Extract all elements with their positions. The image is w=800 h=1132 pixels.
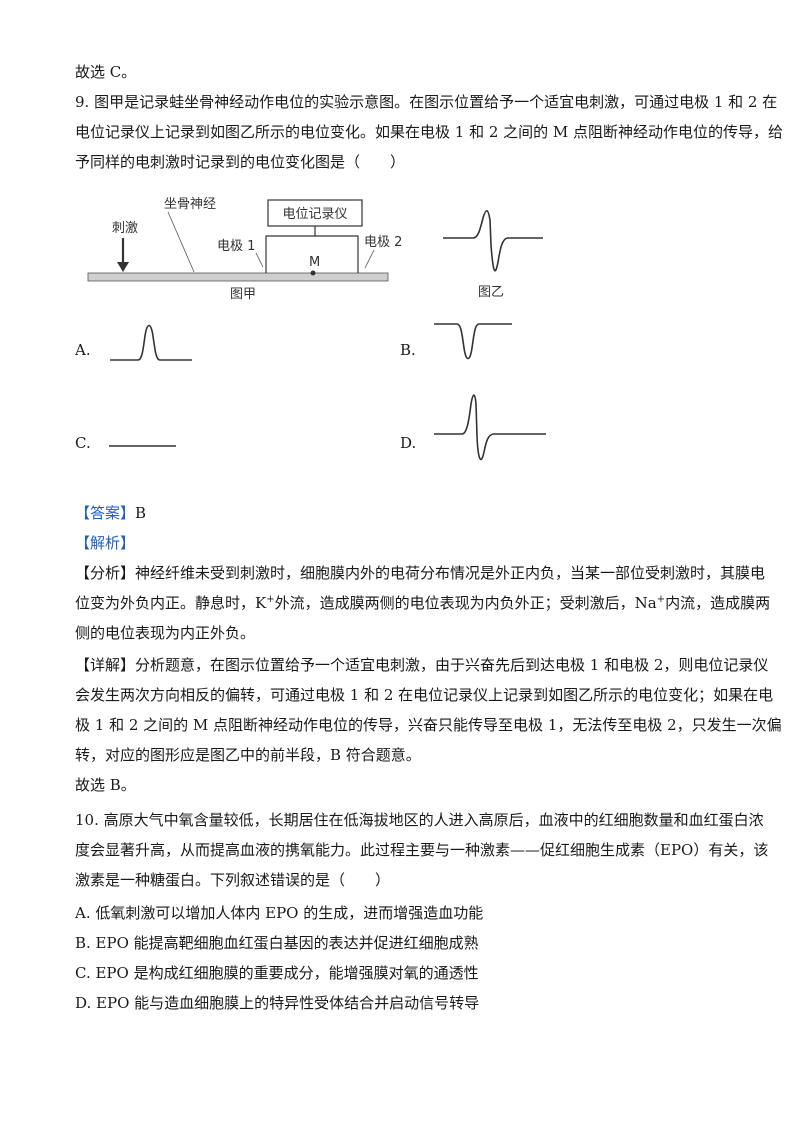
fenxi-line-1: 【分析】神经纤维未受到刺激时，细胞膜内外的电荷分布情况是外正内负，当某一部位受刺… (75, 563, 765, 583)
fenxi-text: 位变为外负内正。静息时，K (75, 594, 267, 612)
option-a-waveform[interactable] (108, 318, 194, 366)
q9-conclusion: 故选 B。 (75, 776, 136, 794)
analysis-tag: 【解析】 (75, 534, 136, 552)
nerve-label: 坐骨神经 (164, 197, 216, 212)
fenxi-line-3: 侧的电位表现为内正外负。 (75, 624, 256, 642)
electrode-2-label: 电极 2 (364, 235, 402, 250)
superscript-plus: + (266, 594, 275, 605)
answer-tag: 【答案】 (75, 504, 136, 522)
wire (315, 235, 359, 273)
q9-answer: 【答案】B (75, 503, 725, 523)
option-b-label[interactable]: B. (400, 341, 416, 359)
fenxi-tag: 【分析】 (75, 564, 136, 582)
previous-conclusion: 故选 C。 (75, 63, 137, 81)
caption-jia: 图甲 (230, 287, 256, 302)
q10-option-b[interactable]: B. EPO 能提高靶细胞血红蛋白基因的表达并促进红细胞成熟 (75, 934, 479, 952)
figure-yi: 图乙 (443, 209, 543, 300)
stimulus-label: 刺激 (112, 221, 138, 236)
q9-stem-line-1: 9. 图甲是记录蛙坐骨神经动作电位的实验示意图。在图示位置给予一个适宜电刺激，可… (75, 93, 778, 111)
xiangjie-tag: 【详解】 (75, 656, 136, 674)
recorder-box (267, 199, 363, 227)
option-c-label[interactable]: C. (75, 434, 91, 452)
m-point (310, 270, 316, 276)
caption-yi: 图乙 (478, 285, 504, 300)
stimulus-arrow (117, 262, 129, 272)
waveform-biphasic (443, 209, 543, 272)
option-c-waveform[interactable] (108, 440, 178, 452)
option-d-waveform[interactable] (432, 390, 548, 470)
xiangjie-line-3: 极 1 和 2 之间的 M 点阻断神经动作电位的传导，兴奋只能传导至电极 1，无… (75, 716, 782, 734)
superscript-plus: + (656, 594, 666, 605)
nerve-fiber (87, 272, 389, 282)
xiangjie-text: 分析题意，在图示位置给予一个适宜电刺激，由于兴奋先后到达电极 1 和电极 2，则… (135, 656, 769, 674)
fenxi-text: 神经纤维未受到刺激时，细胞膜内外的电荷分布情况是外正内负，当某一部位受刺激时，其… (135, 564, 766, 582)
fenxi-line-2: 位变为外负内正。静息时，K+外流，造成膜两侧的电位表现为内负外正；受刺激后，Na… (75, 593, 770, 613)
fenxi-text: 内流，造成膜两 (665, 594, 771, 612)
recorder-label: 电位记录仪 (282, 207, 347, 222)
q9-analysis-heading: 【解析】 (75, 533, 725, 553)
figure-jia: 电位记录仪 M 刺激 坐骨神经 电极 1 电极 2 图甲 (87, 197, 402, 302)
xiangjie-line-1: 【详解】分析题意，在图示位置给予一个适宜电刺激，由于兴奋先后到达电极 1 和电极… (75, 655, 768, 675)
xiangjie-line-2: 会发生两次方向相反的偏转，可通过电极 1 和 2 在电位记录仪上记录到如图乙所示… (75, 686, 774, 704)
answer-value: B (135, 504, 147, 522)
q10-stem-line-1: 10. 高原大气中氧含量较低，长期居住在低海拔地区的人进入高原后，血液中的红细胞… (75, 811, 764, 829)
option-a-label[interactable]: A. (75, 341, 91, 359)
q10-stem-line-2: 度会显著升高，从而提高血液的携氧能力。此过程主要与一种激素——促红细胞生成素（E… (75, 841, 769, 859)
q9-stem-line-2: 电位记录仪上记录到如图乙所示的电位变化。如果在电极 1 和 2 之间的 M 点阻… (75, 123, 784, 141)
fenxi-text: 外流，造成膜两侧的电位表现为内负外正；受刺激后，Na (274, 594, 657, 612)
m-point-label: M (309, 255, 320, 270)
q9-stem-line-3: 予同样的电刺激时记录到的电位变化图是（ ） (75, 153, 406, 171)
q10-stem-line-3: 激素是一种糖蛋白。下列叙述错误的是（ ） (75, 871, 391, 889)
wire (265, 226, 316, 273)
option-b-waveform[interactable] (432, 318, 514, 368)
q10-option-c[interactable]: C. EPO 是构成红细胞膜的重要成分，能增强膜对氧的通透性 (75, 964, 479, 982)
option-d-label[interactable]: D. (400, 434, 417, 452)
xiangjie-line-4: 转，对应的图形应是图乙中的前半段，B 符合题意。 (75, 746, 421, 764)
q10-option-a[interactable]: A. 低氧刺激可以增加人体内 EPO 的生成，进而增强造血功能 (75, 904, 484, 922)
q10-option-d[interactable]: D. EPO 能与造血细胞膜上的特异性受体结合并启动信号转导 (75, 994, 480, 1012)
electrode-1-label: 电极 1 (217, 239, 255, 254)
